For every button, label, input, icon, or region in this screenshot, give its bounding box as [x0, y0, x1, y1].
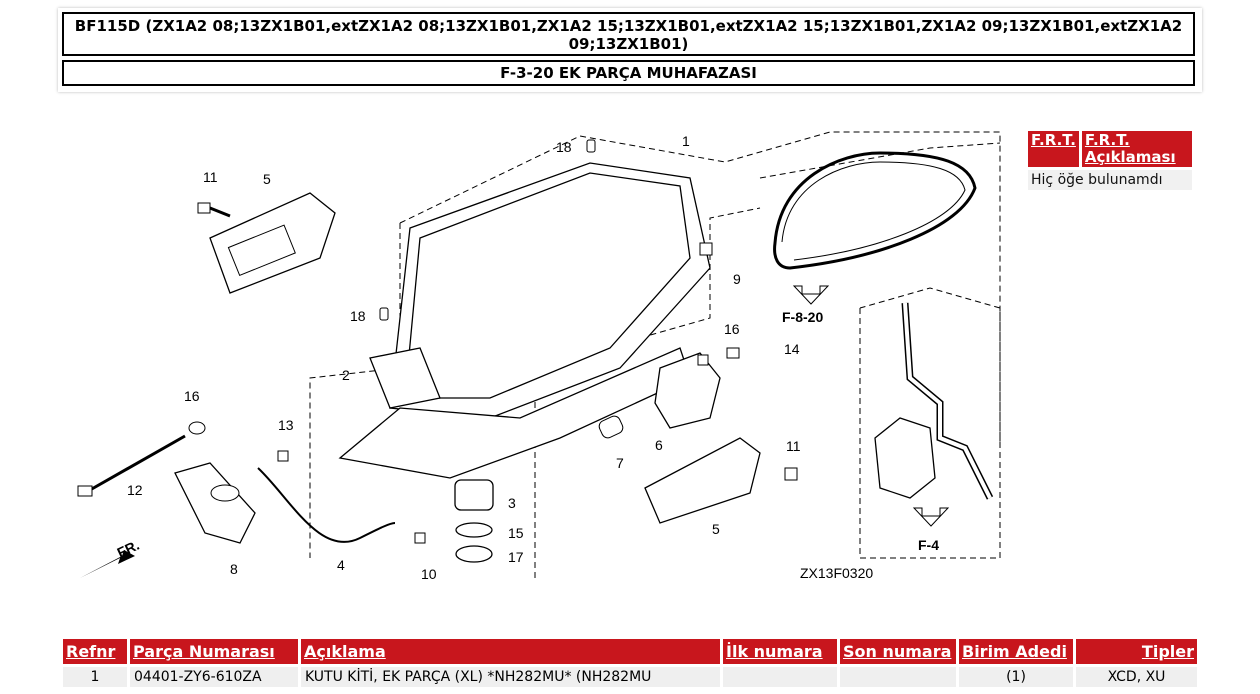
table-row[interactable]: 1 04401-ZY6-610ZA KUTU KİTİ, EK PARÇA (X… [63, 667, 1197, 687]
mount-rubber [654, 352, 721, 429]
col-description[interactable]: Açıklama [301, 639, 720, 664]
model-title: BF115D (ZX1A2 08;13ZX1B01,extZX1A2 08;13… [62, 12, 1195, 56]
front-label: FR. [115, 537, 142, 561]
oil-seal-15 [455, 522, 493, 538]
frt-table: F.R.T. F.R.T. Açıklaması Hiç öğe bulunam… [1025, 128, 1195, 193]
callout-4: 4 [337, 557, 345, 573]
callout-16: 16 [184, 388, 200, 404]
callout-7: 7 [616, 455, 624, 471]
gasket-seal [773, 151, 977, 270]
ref-f-4: F-4 [918, 537, 939, 553]
callout-3: 3 [508, 495, 516, 511]
callout-15: 15 [508, 525, 524, 541]
ref-f-8-20: F-8-20 [782, 309, 823, 325]
parts-diagram: 1 2 3 4 5 5 6 7 8 9 10 11 11 12 13 14 15… [77, 131, 1001, 582]
callout-5b: 5 [712, 521, 720, 537]
col-last-number[interactable]: Son numara [840, 639, 956, 664]
frt-empty-message: Hiç öğe bulunamdı [1028, 170, 1192, 190]
exhaust-port [369, 347, 441, 409]
col-unit-qty[interactable]: Birim Adedi [959, 639, 1073, 664]
side-cover-left [209, 192, 336, 294]
ref-arrow-icon [912, 507, 950, 527]
bracket [174, 462, 256, 544]
row-refnr: 1 [63, 667, 127, 687]
row-types: XCD, XU [1076, 667, 1197, 687]
row-first-number [723, 667, 837, 687]
main-dashed-frame [399, 131, 1001, 448]
callout-10: 10 [421, 566, 437, 582]
callout-6: 6 [655, 437, 663, 453]
side-cover-right [644, 437, 761, 524]
callout-14: 14 [784, 341, 800, 357]
row-unit-qty: (1) [959, 667, 1073, 687]
callout-2: 2 [342, 367, 350, 383]
callout-5: 5 [263, 171, 271, 187]
callout-13: 13 [278, 417, 294, 433]
col-refnr[interactable]: Refnr [63, 639, 127, 664]
water-pump [874, 417, 936, 499]
callout-11: 11 [203, 169, 218, 185]
ref-arrow-icon [792, 285, 830, 305]
row-part-number[interactable]: 04401-ZY6-610ZA [130, 667, 298, 687]
diagram-code: ZX13F0320 [800, 565, 873, 581]
col-types[interactable]: Tipler [1076, 639, 1197, 664]
callout-8: 8 [230, 561, 238, 577]
callout-16b: 16 [724, 321, 740, 337]
col-part-number[interactable]: Parça Numarası [130, 639, 298, 664]
oil-seal-17 [455, 545, 493, 563]
frt-description-header[interactable]: F.R.T. Açıklaması [1081, 131, 1192, 167]
collar [598, 415, 624, 439]
callout-17: 17 [508, 549, 524, 565]
callout-18: 18 [556, 139, 572, 155]
callout-1: 1 [682, 133, 690, 149]
parts-table: Refnr Parça Numarası Açıklama İlk numara… [60, 636, 1200, 690]
col-first-number[interactable]: İlk numara [723, 639, 837, 664]
frt-header[interactable]: F.R.T. [1028, 131, 1079, 167]
long-bolt [89, 434, 186, 492]
pump-dashed-frame [859, 287, 1001, 559]
ground-cable [257, 467, 396, 543]
row-description: KUTU KİTİ, EK PARÇA (XL) *NH282MU* (NH28… [301, 667, 720, 687]
row-last-number [840, 667, 956, 687]
callout-11b: 11 [786, 438, 801, 454]
callout-9: 9 [733, 271, 741, 287]
section-title: F-3-20 EK PARÇA MUHAFAZASI [62, 60, 1195, 86]
callout-12: 12 [127, 482, 143, 498]
needle-bearing [454, 479, 494, 511]
front-arrow-icon [80, 550, 135, 578]
callout-18b: 18 [350, 308, 366, 324]
